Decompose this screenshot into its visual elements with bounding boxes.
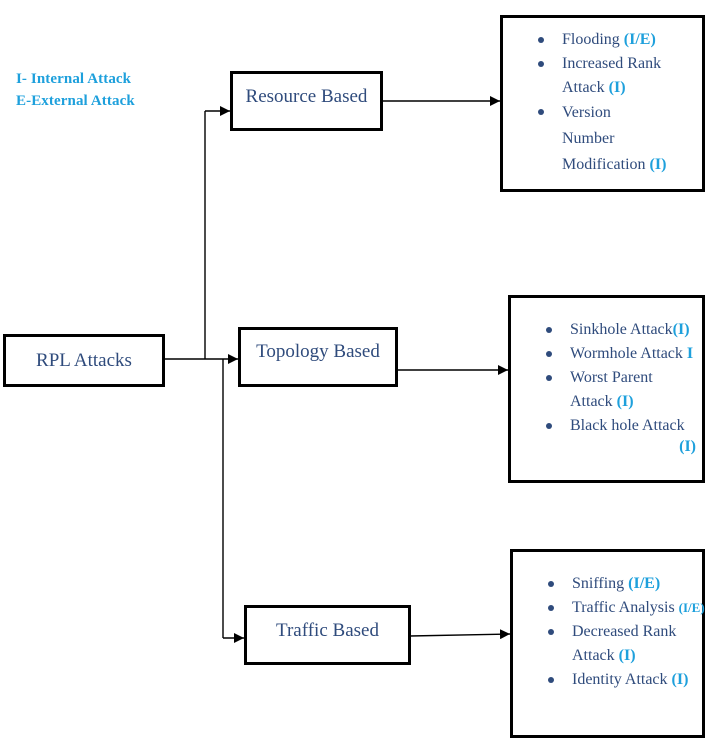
traffic-based-label: Traffic Based bbox=[276, 620, 379, 641]
attack-type-tag: (I) bbox=[618, 647, 636, 664]
list-item: Flooding (I/E) bbox=[531, 28, 694, 52]
topology-based-label: Topology Based bbox=[256, 341, 380, 362]
legend: I- Internal Attack E-External Attack bbox=[16, 68, 135, 112]
rpl-attacks-node: RPL Attacks bbox=[3, 334, 165, 387]
list-item: Identity Attack (I) bbox=[541, 668, 698, 692]
resource-based-node: Resource Based bbox=[230, 71, 383, 131]
list-item: Version Number Modification (I) bbox=[531, 100, 694, 178]
list-item: Sniffing (I/E) bbox=[541, 572, 698, 596]
legend-internal: I- Internal Attack bbox=[16, 71, 132, 87]
traffic-attacks-box: Sniffing (I/E) Traffic Analysis (I/E) De… bbox=[510, 549, 705, 738]
attack-type-tag: (I) bbox=[672, 321, 690, 338]
attack-type-tag: (I/E) bbox=[623, 31, 656, 48]
legend-external: E-External Attack bbox=[16, 93, 135, 109]
list-item: Wormhole Attack I bbox=[539, 342, 696, 366]
traffic-to-list-arrow bbox=[409, 629, 511, 640]
list-item: Traffic Analysis (I/E) bbox=[541, 596, 705, 620]
rpl-attacks-label: RPL Attacks bbox=[36, 349, 132, 371]
attack-type-tag: (I) bbox=[671, 671, 689, 688]
traffic-based-node: Traffic Based bbox=[244, 605, 411, 665]
attack-type-tag: (I) bbox=[649, 156, 667, 173]
topology-based-node: Topology Based bbox=[238, 327, 398, 387]
attack-type-tag: (I) bbox=[608, 79, 626, 96]
resource-attacks-box: Flooding (I/E) Increased Rank Attack (I)… bbox=[500, 15, 705, 192]
list-item: Worst Parent Attack (I) bbox=[539, 366, 696, 414]
resource-based-label: Resource Based bbox=[245, 86, 368, 107]
attack-type-tag: (I/E) bbox=[678, 600, 705, 615]
list-item: Sinkhole Attack(I) bbox=[539, 318, 696, 342]
attack-type-tag: (I) bbox=[679, 438, 696, 455]
list-item: Decreased Rank Attack (I) bbox=[541, 620, 698, 668]
attack-type-tag: I bbox=[686, 345, 694, 362]
topology-attacks-box: Sinkhole Attack(I) Wormhole Attack I Wor… bbox=[508, 295, 705, 483]
list-item: Black hole Attack (I) bbox=[539, 414, 696, 456]
list-item: Increased Rank Attack (I) bbox=[531, 52, 694, 100]
attack-type-tag: (I/E) bbox=[628, 575, 661, 592]
attack-type-tag: (I) bbox=[616, 393, 634, 410]
